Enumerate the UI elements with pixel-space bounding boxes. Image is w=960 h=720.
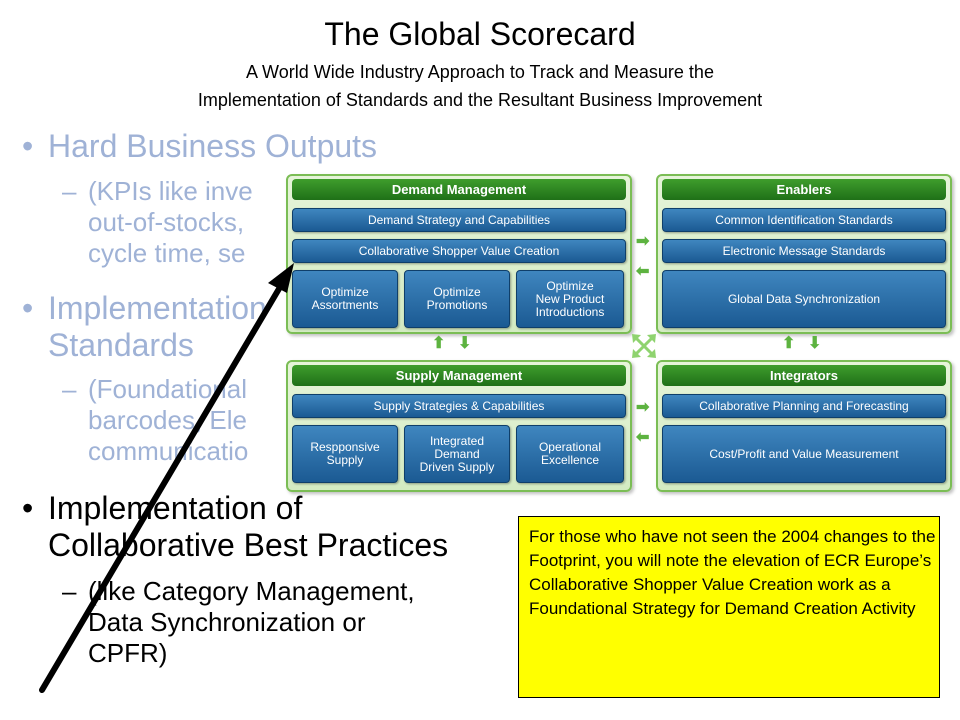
arrow-up-icon: ⬆ <box>782 335 796 352</box>
responsive-supply-box: Respponsive Supply <box>292 425 398 483</box>
subpoint-line: Data Synchronization or <box>88 607 366 637</box>
collaborative-shopper-value-box: Collaborative Shopper Value Creation <box>292 239 626 263</box>
arrow-up-icon: ⬆ <box>432 335 446 352</box>
bullet-text: Implementation <box>48 290 267 326</box>
arrow-right-icon: ➡ <box>636 399 650 416</box>
demand-management-header: Demand Management <box>292 179 626 200</box>
demand-strategy-box: Demand Strategy and Capabilities <box>292 208 626 232</box>
arrow-left-icon: ⬅ <box>636 263 650 280</box>
enablers-panel: Enablers Common Identification Standards… <box>656 174 952 334</box>
bullet-text: Standards <box>48 327 194 363</box>
subpoint-line: barcodes, Ele <box>88 405 247 435</box>
demand-management-panel: Demand Management Demand Strategy and Ca… <box>286 174 632 334</box>
arrow-left-icon: ⬅ <box>636 429 650 446</box>
integrators-header: Integrators <box>662 365 946 386</box>
cross-arrows-icon <box>632 334 656 358</box>
supply-management-header: Supply Management <box>292 365 626 386</box>
bullet-text: Collaborative Best Practices <box>48 527 449 563</box>
bullet-text: Implementation of <box>48 490 303 526</box>
collaborative-planning-box: Collaborative Planning and Forecasting <box>662 394 946 418</box>
electronic-message-box: Electronic Message Standards <box>662 239 946 263</box>
subpoint-line: CPFR) <box>88 638 168 668</box>
enablers-header: Enablers <box>662 179 946 200</box>
ecr-footprint-diagram: Demand Management Demand Strategy and Ca… <box>282 172 952 492</box>
page-title: The Global Scorecard <box>324 16 636 52</box>
subpoint-line: (like Category Management, <box>88 576 415 606</box>
dash-marker: – <box>62 176 77 206</box>
cost-profit-measurement-box: Cost/Profit and Value Measurement <box>662 425 946 483</box>
supply-strategies-box: Supply Strategies & Capabilities <box>292 394 626 418</box>
arrow-right-icon: ➡ <box>636 233 650 250</box>
integrated-demand-supply-box: Integrated Demand Driven Supply <box>404 425 510 483</box>
optimize-new-product-box: Optimize New Product Introductions <box>516 270 624 328</box>
subtitle-line-1: A World Wide Industry Approach to Track … <box>246 62 714 82</box>
integrators-panel: Integrators Collaborative Planning and F… <box>656 360 952 492</box>
arrow-down-icon: ⬇ <box>808 335 822 352</box>
subpoint-line: out-of-stocks, <box>88 207 245 237</box>
bullet-dot: • <box>22 128 34 164</box>
common-identification-box: Common Identification Standards <box>662 208 946 232</box>
subtitle-line-2: Implementation of Standards and the Resu… <box>197 90 763 110</box>
global-data-sync-box: Global Data Synchronization <box>662 270 946 328</box>
operational-excellence-box: Operational Excellence <box>516 425 624 483</box>
callout-note-text: For those who have not seen the 2004 cha… <box>529 527 936 618</box>
arrow-down-icon: ⬇ <box>458 335 472 352</box>
bullet-dot: • <box>22 290 34 326</box>
bullet-text: Hard Business Outputs <box>48 128 378 164</box>
callout-note: For those who have not seen the 2004 cha… <box>518 516 940 698</box>
supply-management-panel: Supply Management Supply Strategies & Ca… <box>286 360 632 492</box>
subpoint-line: (KPIs like inve <box>88 176 253 206</box>
subpoint-line: cycle time, se <box>88 238 246 268</box>
dash-marker: – <box>62 576 77 606</box>
subpoint-line: communicatio <box>88 436 249 466</box>
optimize-assortments-box: Optimize Assortments <box>292 270 398 328</box>
dash-marker: – <box>62 374 77 404</box>
optimize-promotions-box: Optimize Promotions <box>404 270 510 328</box>
bullet-dot: • <box>22 490 34 526</box>
